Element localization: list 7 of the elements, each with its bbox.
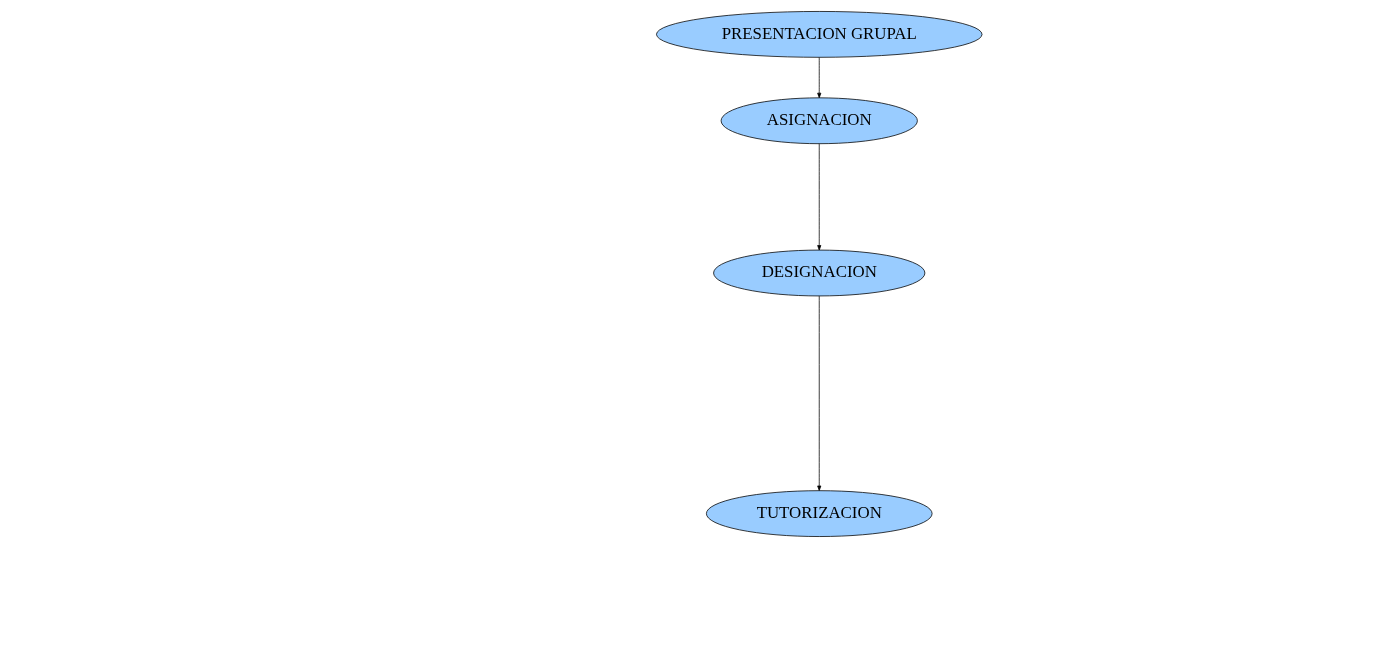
arrow bbox=[817, 56, 822, 99]
node-ellipse: PRESENTACION GRUPAL bbox=[656, 11, 983, 58]
arrow bbox=[817, 295, 822, 491]
node-ellipse: TUTORIZACION bbox=[706, 490, 933, 537]
node-ellipse: ASIGNACION bbox=[720, 97, 918, 145]
arrow bbox=[817, 143, 822, 251]
node-ellipse: DESIGNACION bbox=[713, 249, 926, 297]
